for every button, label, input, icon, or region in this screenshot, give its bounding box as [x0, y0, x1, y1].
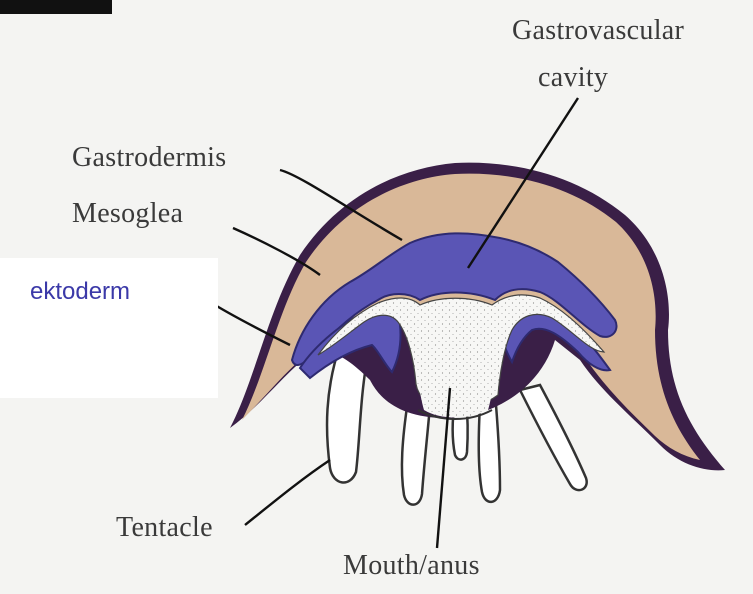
label-ectoderm: ektoderm — [30, 278, 130, 306]
label-mesoglea: Mesoglea — [72, 198, 183, 230]
label-tentacle: Tentacle — [116, 512, 213, 544]
label-gastrovascular-line2: cavity — [538, 62, 608, 94]
label-mouth-anus: Mouth/anus — [343, 550, 480, 582]
manubrium — [417, 322, 493, 418]
label-gastrovascular-line1: Gastrovascular — [512, 15, 684, 47]
leader-tentacle — [245, 460, 330, 525]
label-gastrodermis: Gastrodermis — [72, 142, 226, 174]
